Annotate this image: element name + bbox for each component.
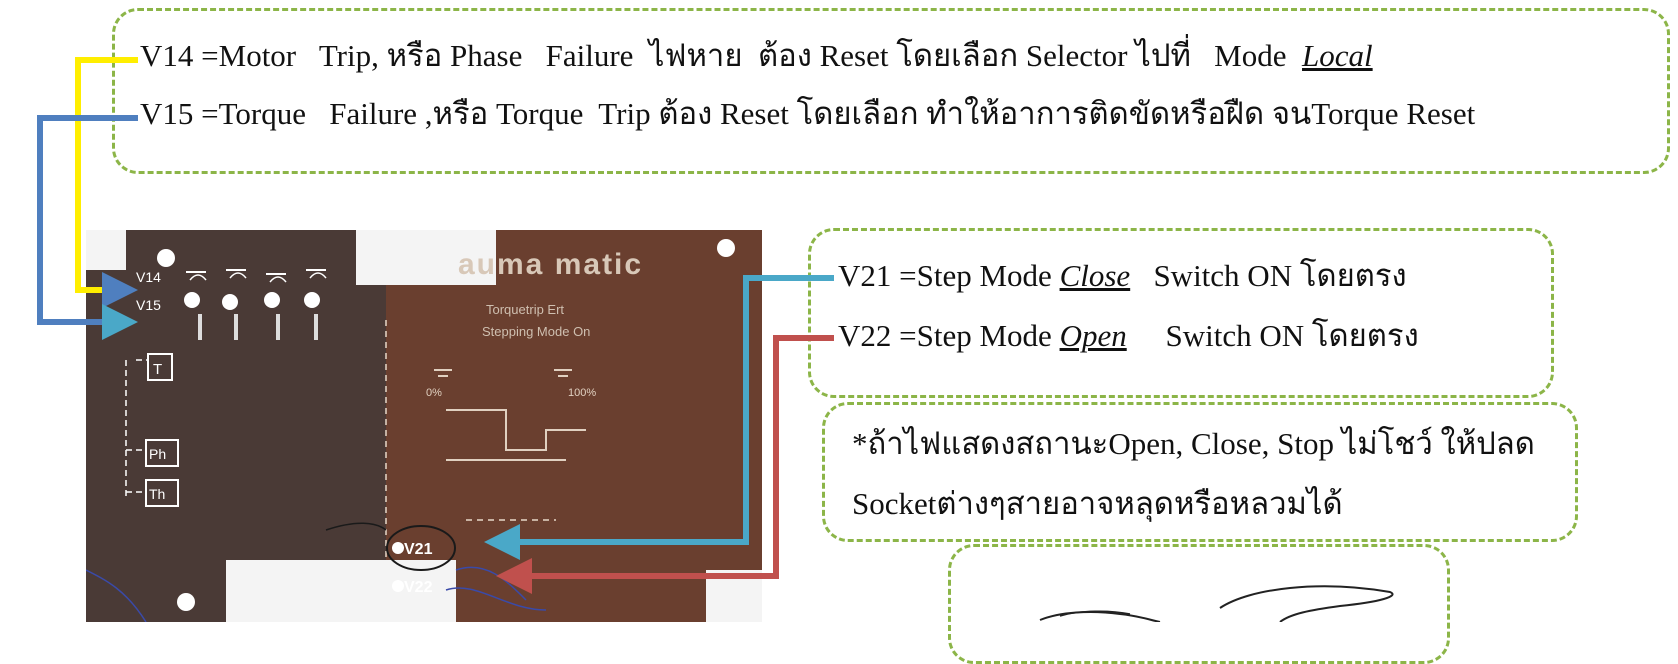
v22-text-a: Step Mode <box>916 318 1060 353</box>
board-cutout-left <box>86 230 126 270</box>
hand-circle-mark <box>386 525 456 571</box>
board-label-th: Th <box>149 486 165 502</box>
board-brand: auma matic <box>458 248 643 281</box>
step-mode-box <box>808 228 1554 398</box>
connector-arrows <box>37 57 834 594</box>
v15-description: V15 =Torque Failure ,หรือ Torque Trip ต้… <box>140 96 1475 132</box>
mounting-hole <box>717 239 735 257</box>
mounting-hole <box>177 593 195 611</box>
note-box <box>822 402 1578 542</box>
led-3 <box>264 292 280 308</box>
v14-mode-word: Local <box>1302 38 1373 73</box>
led-4 <box>304 292 320 308</box>
board-subtitle-1: Torquetrip Ert <box>486 302 564 317</box>
note-line-1: *ถ้าไฟแสดงสถานะOpen, Close, Stop ไม่โชว์… <box>852 426 1535 461</box>
v21-text-a: Step Mode <box>916 258 1060 293</box>
board-label-v21: V21 <box>404 541 433 558</box>
board-cutout-top <box>356 230 496 285</box>
note-line-2: Socketต่างๆสายอาจหลุดหรือหลวมได้ <box>852 486 1343 521</box>
v21-mode-word: Close <box>1059 258 1131 293</box>
arrow-v22 <box>496 335 834 594</box>
v14-description: V14 =Motor Trip, หรือ Phase Failure ไฟหา… <box>140 38 1373 74</box>
v15-code: V15 = <box>140 96 219 131</box>
board-label-v22: V22 <box>404 579 433 596</box>
v22-code: V22 = <box>838 318 917 353</box>
board-box-ph <box>145 439 179 467</box>
arrow-v14 <box>75 57 138 308</box>
v14-text: Motor Trip, หรือ Phase Failure ไฟหาย ต้อ… <box>218 38 1303 73</box>
v21-text-b: Switch ON โดยตรง <box>1130 258 1407 293</box>
v15-text: Torque Failure ,หรือ Torque Trip ต้อง Re… <box>218 96 1476 131</box>
hand-sketch <box>1039 585 1394 622</box>
v21-code: V21 = <box>838 258 917 293</box>
v22-mode-word: Open <box>1059 318 1127 353</box>
mounting-hole <box>157 249 175 267</box>
board-label-t: T <box>153 361 162 378</box>
actuator-control-board-photo: auma matic Torquetrip Ert Stepping Mode … <box>86 230 762 622</box>
board-subtitle-2: Stepping Mode On <box>482 324 590 339</box>
socket-v22 <box>392 580 404 592</box>
led-v14 <box>184 292 200 308</box>
v22-text-b: Switch ON โดยตรง <box>1126 318 1419 353</box>
board-box-th <box>145 479 179 507</box>
board-label-v15: V15 <box>136 297 161 313</box>
v21-description: V21 =Step Mode Close Switch ON โดยตรง <box>838 258 1407 294</box>
board-label-100pct: 100% <box>568 387 596 399</box>
arrow-v15 <box>37 115 138 340</box>
socket-v21 <box>392 542 404 554</box>
board-label-v14: V14 <box>136 269 161 285</box>
v14-code: V14 = <box>140 38 219 73</box>
board-box-t <box>147 353 173 381</box>
board-label-0pct: 0% <box>426 387 442 399</box>
board-label-ph: Ph <box>149 446 166 462</box>
led-v15 <box>222 294 238 310</box>
top-info-box <box>112 8 1670 174</box>
v22-description: V22 =Step Mode Open Switch ON โดยตรง <box>838 318 1419 354</box>
arrow-v21 <box>484 275 834 560</box>
